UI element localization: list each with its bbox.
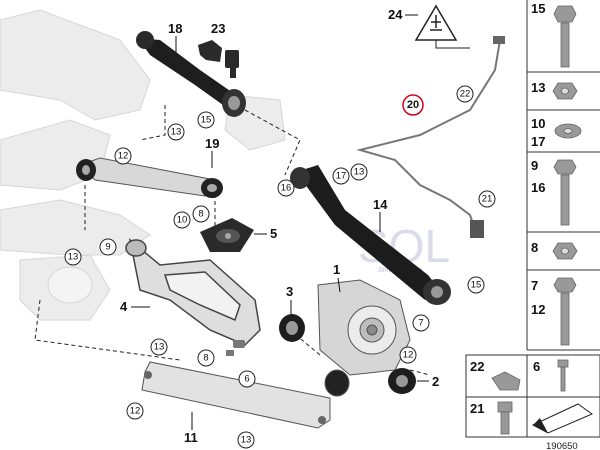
circled-callout-text: 15 13 12 10 8 9 13 16 17 13 20 22 21 15 … (68, 89, 493, 446)
part-5-rubber-mount (200, 218, 254, 252)
part-11-tension-strut (141, 361, 331, 429)
panel-screw-6 (557, 359, 569, 392)
part-1-wheel-carrier (317, 279, 411, 397)
callout-20-highlight-ring (402, 94, 424, 116)
callouts: 18 23 19 5 4 24 14 1 3 2 11 (120, 7, 439, 445)
callout-5: 5 (270, 226, 277, 241)
part-14-control-arm (290, 165, 451, 305)
small-fasteners (226, 340, 245, 356)
callout-13d: 13 (154, 342, 165, 353)
panel-part-7: 7 (531, 278, 538, 293)
panel-bolt-15 (553, 5, 577, 68)
callout-4: 4 (120, 299, 128, 314)
panel-arrow-icon (531, 403, 594, 434)
callout-21: 21 (482, 194, 493, 205)
callout-12b: 12 (403, 350, 414, 361)
part-23-bracket (198, 40, 239, 78)
panel-part-17: 17 (531, 134, 545, 149)
panel-part-12: 12 (531, 302, 545, 317)
callout-10: 10 (177, 215, 188, 226)
callout-12a: 12 (118, 151, 129, 162)
callout-14: 14 (373, 197, 388, 212)
callout-9: 9 (105, 242, 110, 253)
panel-part-16: 16 (531, 180, 545, 195)
part-20-speed-sensor-cable (356, 36, 505, 239)
callout-13c: 13 (354, 167, 365, 178)
callout-20: 20 (407, 99, 419, 111)
callout-15b: 15 (471, 280, 482, 291)
callout-8b: 8 (203, 353, 208, 364)
callout-13b: 13 (68, 252, 79, 263)
callout-2: 2 (432, 374, 439, 389)
callout-15a: 15 (201, 115, 212, 126)
panel-bolt-7 (553, 277, 577, 346)
callout-3: 3 (286, 284, 293, 299)
part-18-upper-control-arm (136, 31, 246, 117)
part-3-bushing (279, 314, 305, 342)
panel-nut-8 (552, 242, 578, 260)
panel-clip-22 (491, 371, 521, 391)
part-24-caution-icon (414, 4, 470, 49)
callout-24: 24 (388, 7, 403, 22)
callout-7: 7 (418, 318, 423, 329)
part-2-bushing (388, 368, 416, 394)
callout-1: 1 (333, 262, 340, 277)
panel-part-21: 21 (470, 401, 484, 416)
callout-23: 23 (211, 21, 225, 36)
panel-part-15: 15 (531, 1, 545, 16)
circled-callouts (64, 85, 496, 449)
panel-part-13: 13 (531, 80, 545, 95)
part-4-lower-control-arm (125, 238, 261, 346)
panel-nut-13 (552, 82, 578, 100)
panel-washer-10 (554, 123, 582, 139)
callout-11: 11 (184, 430, 198, 445)
callout-18: 18 (168, 21, 182, 36)
callout-17: 17 (336, 171, 347, 182)
callout-12c: 12 (130, 406, 141, 417)
callout-8a: 8 (198, 209, 203, 220)
fastener-side-panel: 15 13 10 17 9 16 8 7 12 (465, 0, 600, 450)
callout-19: 19 (205, 136, 219, 151)
panel-part-8: 8 (531, 240, 538, 255)
callout-16: 16 (281, 183, 292, 194)
callout-22: 22 (460, 89, 471, 100)
part-19-lower-link (76, 157, 223, 198)
callout-13a: 13 (171, 127, 182, 138)
panel-part-9: 9 (531, 158, 538, 173)
callout-13e: 13 (241, 435, 252, 446)
callout-6: 6 (244, 374, 249, 385)
panel-part-10: 10 (531, 116, 545, 131)
panel-part-6: 6 (533, 359, 540, 374)
panel-part-22: 22 (470, 359, 484, 374)
panel-bolt-21 (497, 401, 513, 435)
diagram-reference-number: 190650 (546, 441, 578, 450)
panel-bolt-9 (553, 159, 577, 226)
